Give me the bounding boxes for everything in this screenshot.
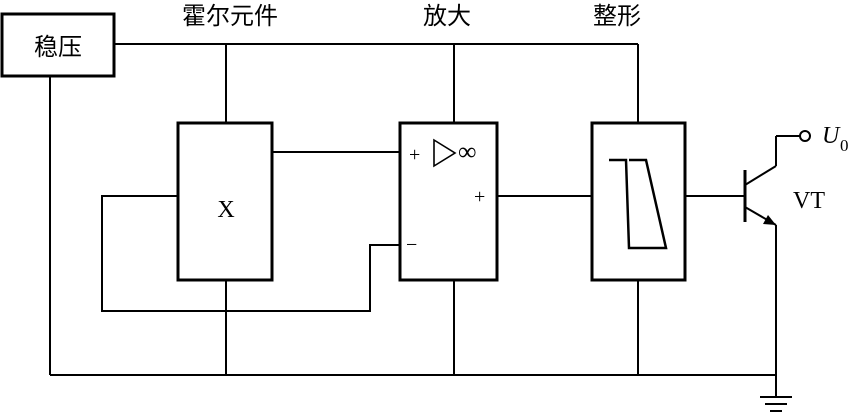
hall-box-label: X: [217, 197, 234, 223]
ground-icon: [760, 375, 792, 412]
hall-element-title: 霍尔元件: [182, 2, 278, 30]
output-label: U 0: [822, 123, 849, 155]
supply-rail: [114, 43, 639, 123]
emitter-arrow-icon: [763, 215, 776, 225]
transistor-label: VT: [793, 188, 825, 214]
amp-plus-top: +: [409, 144, 420, 166]
output-symbol: U: [822, 123, 841, 149]
amp-minus: −: [406, 234, 417, 256]
amp-plus-output: +: [474, 186, 485, 208]
shaper-block: [590, 121, 687, 282]
hall-element-block: X: [176, 121, 274, 282]
regulator-label: 稳压: [34, 33, 82, 61]
amplifier-block: + ∞ + −: [398, 121, 499, 282]
output-terminal: [799, 130, 811, 142]
amp-infinity: ∞: [458, 137, 477, 166]
amp-triangle-icon: [433, 138, 457, 168]
signal-wires: [101, 151, 745, 312]
hysteresis-icon: [609, 158, 668, 250]
shaper-title: 整形: [593, 2, 641, 30]
regulator-block: 稳压: [0, 12, 116, 78]
ground-rail: [49, 76, 776, 376]
amplifier-title: 放大: [423, 2, 471, 30]
transistor-vt: VT: [743, 130, 825, 375]
output-subscript: 0: [840, 136, 849, 155]
